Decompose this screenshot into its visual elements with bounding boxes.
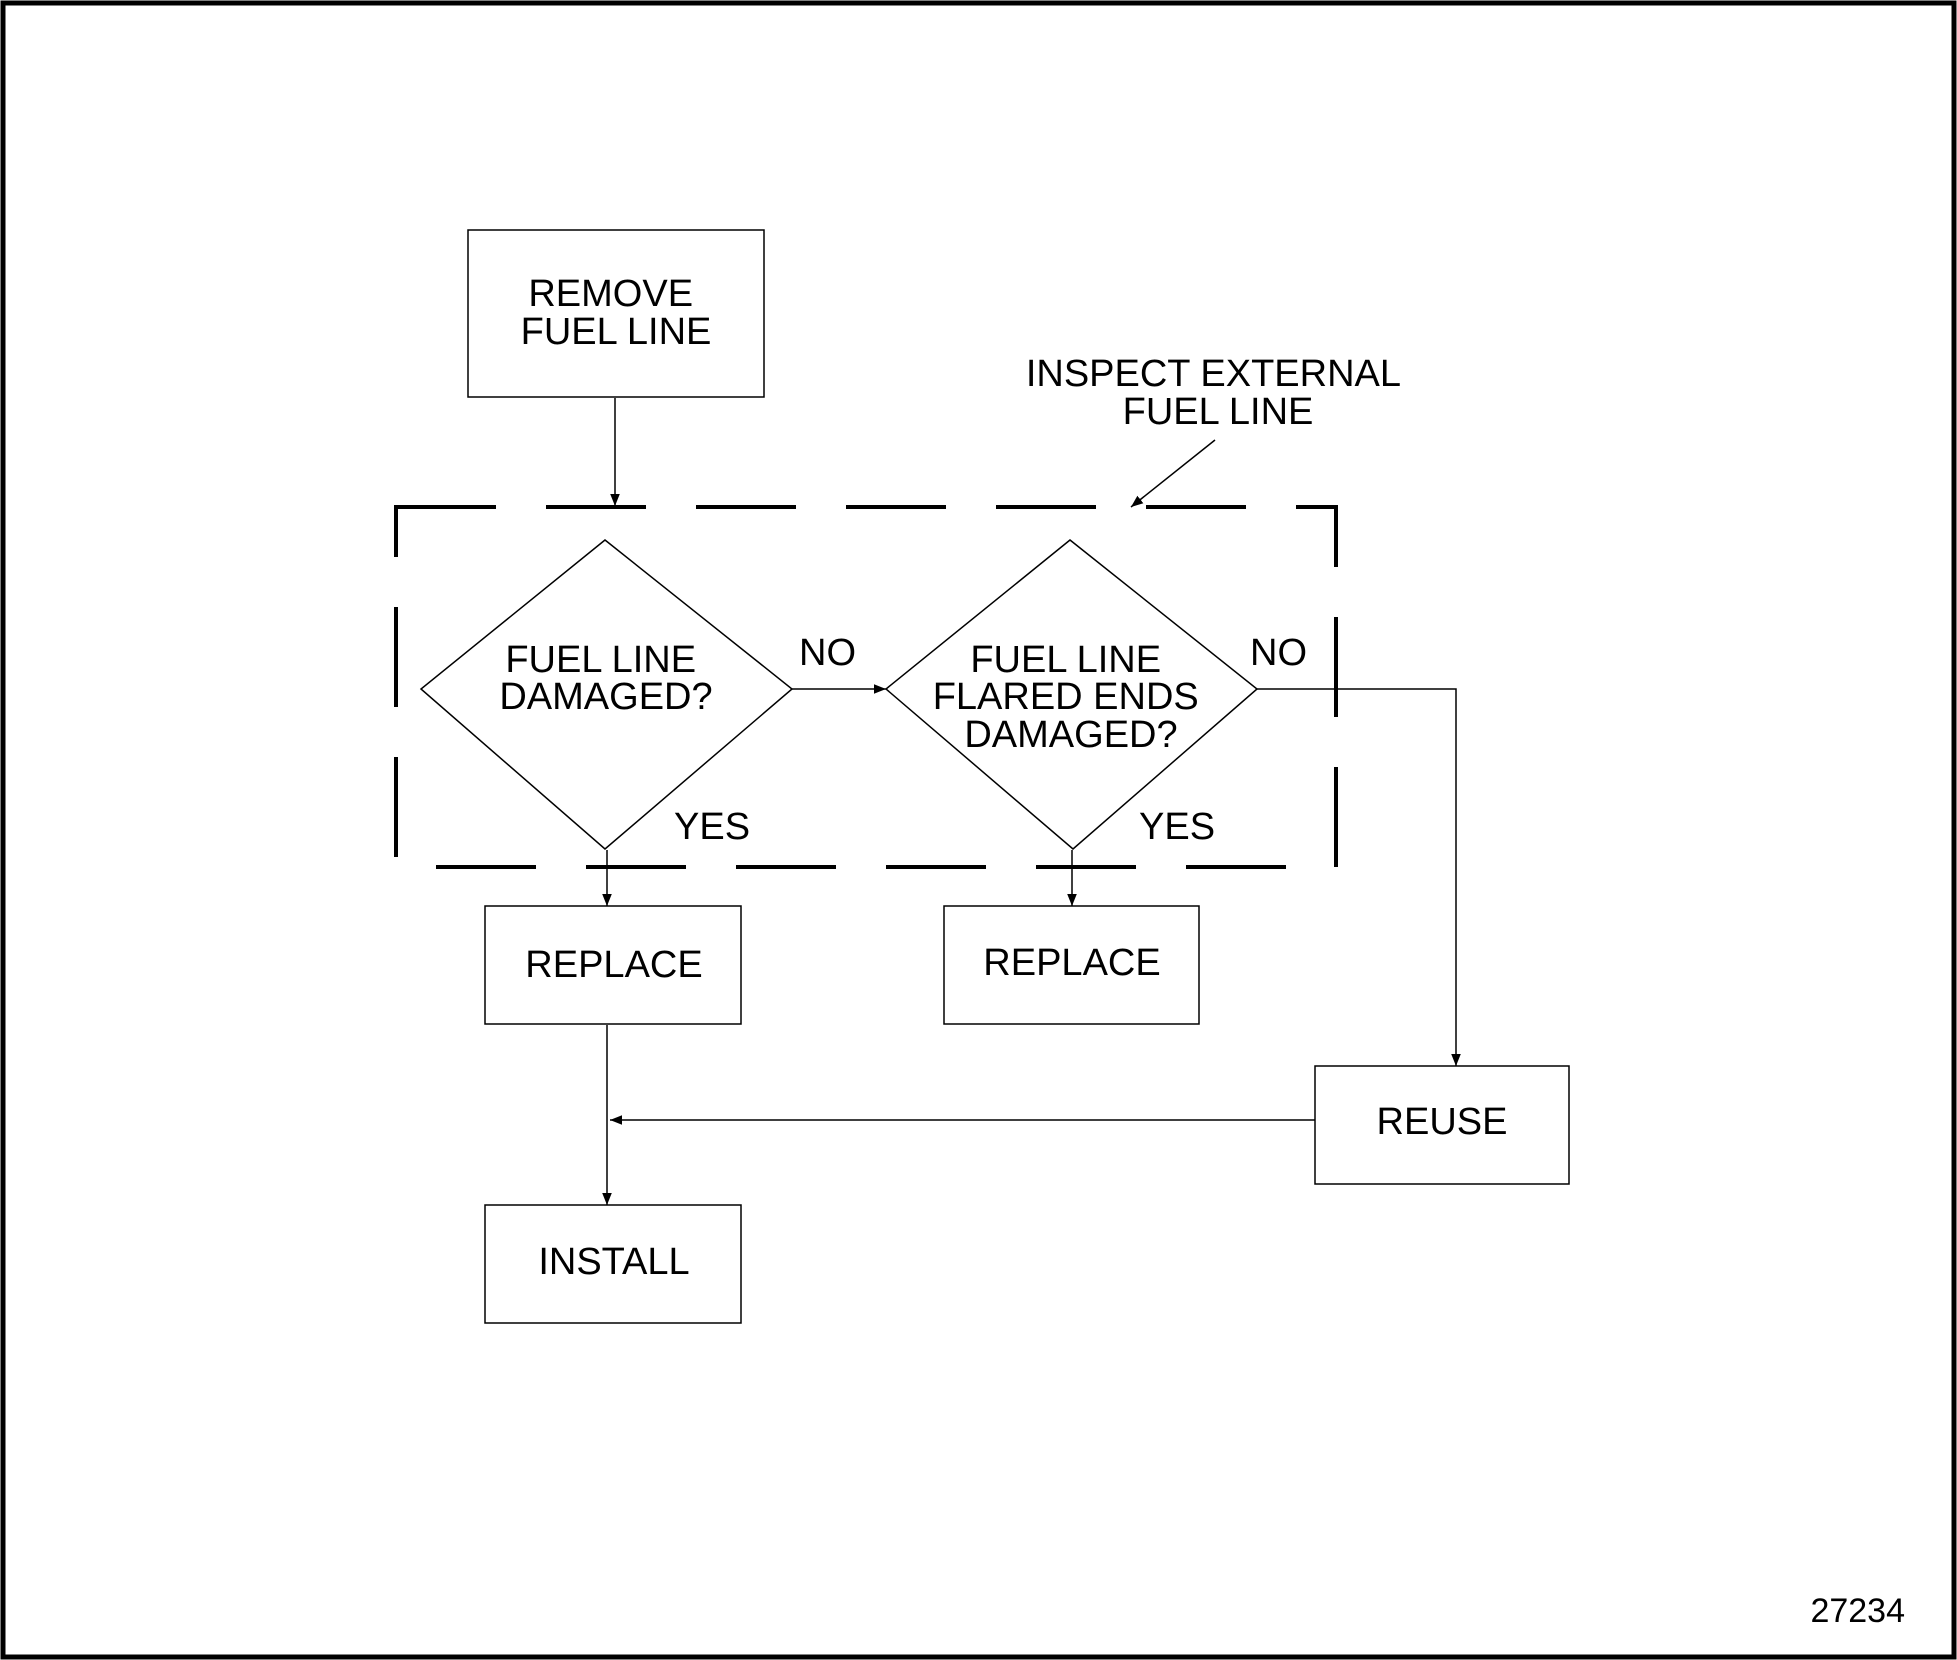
node-remove-line-1: REMOVE xyxy=(528,273,693,315)
decision1-line-1: FUEL LINE xyxy=(505,639,696,681)
decision-fuel-line-damaged: FUEL LINE DAMAGED? xyxy=(419,539,794,850)
decision1-line-2: DAMAGED? xyxy=(499,676,712,718)
decision2-line-3: DAMAGED? xyxy=(964,714,1177,756)
decision2-line-1: FUEL LINE xyxy=(970,639,1161,681)
node-install-label: INSTALL xyxy=(538,1241,689,1283)
inspect-group-boundary xyxy=(394,505,1338,869)
node-install: INSTALL xyxy=(484,1204,742,1324)
node-replace-2: REPLACE xyxy=(943,905,1200,1025)
edge-label-decision1-no: NO xyxy=(799,632,856,674)
edge-decision2-no xyxy=(1257,688,1461,1066)
figure-number: 27234 xyxy=(1810,1592,1905,1630)
node-replace-1: REPLACE xyxy=(484,905,742,1025)
decision-flared-ends-damaged: FUEL LINE FLARED ENDS DAMAGED? xyxy=(884,539,1259,850)
edge-label-decision1-yes: YES xyxy=(674,806,750,848)
node-remove-label: REMOVE FUEL LINE xyxy=(521,273,712,353)
node-reuse-label: REUSE xyxy=(1377,1101,1508,1143)
node-replace-2-label: REPLACE xyxy=(983,942,1160,984)
connectors xyxy=(602,398,1461,1205)
inspect-group-label-line-1: INSPECT EXTERNAL xyxy=(1026,353,1400,395)
inspect-group-label: INSPECT EXTERNAL FUEL LINE xyxy=(1026,353,1410,433)
edge-label-decision2-yes: YES xyxy=(1139,806,1215,848)
node-install-line-1: INSTALL xyxy=(538,1241,689,1283)
node-replace-1-label: REPLACE xyxy=(525,944,702,986)
node-remove-line-2: FUEL LINE xyxy=(521,311,712,353)
edge-label-decision2-no: NO xyxy=(1250,632,1307,674)
node-remove-fuel-line: REMOVE FUEL LINE xyxy=(467,229,765,398)
decision1-label: FUEL LINE DAMAGED? xyxy=(499,639,712,718)
node-replace-2-line-1: REPLACE xyxy=(983,942,1160,984)
decision2-label: FUEL LINE FLARED ENDS DAMAGED? xyxy=(933,639,1210,756)
node-replace-1-line-1: REPLACE xyxy=(525,944,702,986)
edge-pointer-group-label xyxy=(1130,439,1216,508)
node-reuse: REUSE xyxy=(1314,1065,1570,1185)
inspect-group-label-line-2: FUEL LINE xyxy=(1123,391,1314,433)
node-reuse-line-1: REUSE xyxy=(1377,1101,1508,1143)
decision2-line-2: FLARED ENDS xyxy=(933,676,1199,718)
